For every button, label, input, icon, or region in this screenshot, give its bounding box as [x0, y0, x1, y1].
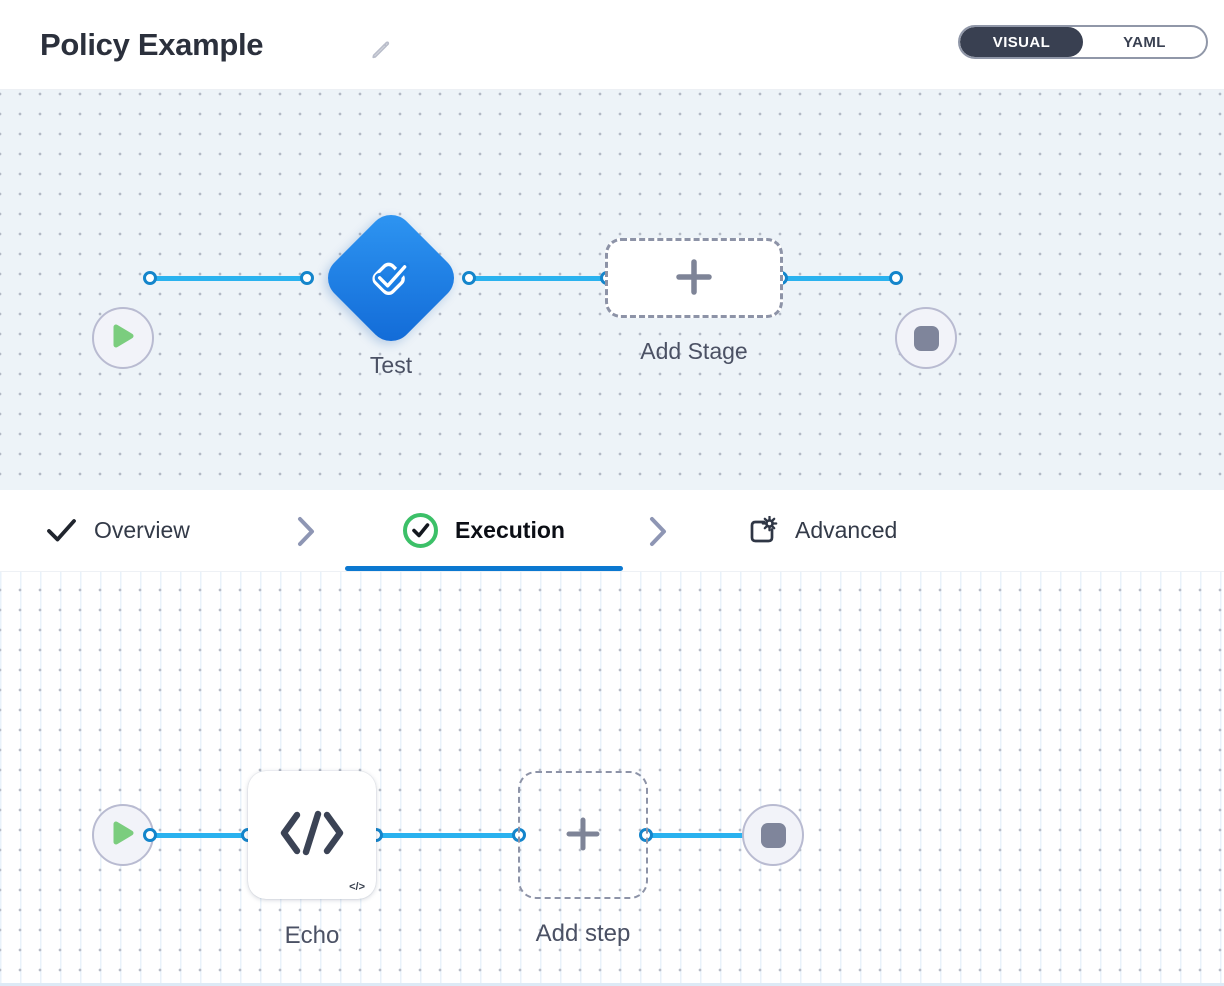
- gear-glyph: [761, 516, 778, 532]
- connector-line: [152, 275, 307, 281]
- play-icon: [110, 819, 136, 852]
- add-step-label: Add step: [535, 920, 631, 947]
- canvas-edge: [0, 983, 1224, 986]
- stage-start-node[interactable]: [92, 307, 154, 369]
- header: Policy Example VISUAL YAML: [0, 0, 1224, 90]
- edit-title-button[interactable]: [368, 38, 394, 64]
- chevron-right-icon: [296, 516, 316, 552]
- tab-execution[interactable]: Execution: [345, 490, 623, 571]
- add-step-button[interactable]: [518, 771, 648, 899]
- stage-node-test[interactable]: [318, 205, 464, 351]
- toggle-yaml[interactable]: YAML: [1083, 27, 1206, 57]
- add-stage-button[interactable]: [605, 238, 783, 318]
- stop-icon: [913, 325, 939, 351]
- view-mode-toggle: VISUAL YAML: [958, 25, 1208, 59]
- stage-end-node[interactable]: [895, 307, 957, 369]
- toggle-visual[interactable]: VISUAL: [960, 27, 1083, 57]
- toggle-yaml-label: YAML: [1123, 33, 1166, 51]
- connector-line: [471, 275, 607, 281]
- step-type-badge: </>: [349, 881, 365, 893]
- connector-dot[interactable]: [462, 271, 476, 285]
- connector-dot[interactable]: [300, 271, 314, 285]
- connector-dot[interactable]: [889, 271, 903, 285]
- chevron-right-icon: [648, 516, 668, 552]
- check-circle-icon: [403, 513, 439, 548]
- step-canvas[interactable]: </> Echo Add step: [0, 572, 1224, 986]
- connector-line: [783, 275, 896, 281]
- approval-check-icon: [364, 249, 418, 308]
- add-stage-label: Add Stage: [640, 338, 748, 364]
- connector-dot[interactable]: [143, 828, 157, 842]
- step-end-node[interactable]: [742, 804, 804, 866]
- connector-line: [378, 832, 520, 838]
- check-icon: [46, 518, 77, 543]
- play-icon: [110, 322, 136, 355]
- code-icon: [280, 810, 344, 861]
- connector-line: [648, 832, 758, 838]
- stage-node-label: Test: [369, 352, 413, 378]
- connector-dot[interactable]: [143, 271, 157, 285]
- tab-execution-label: Execution: [455, 517, 565, 543]
- step-node-label: Echo: [284, 922, 340, 949]
- toggle-visual-label: VISUAL: [992, 33, 1051, 51]
- connector-line: [152, 832, 248, 838]
- stop-icon: [760, 822, 786, 848]
- pencil-icon: [370, 41, 393, 64]
- plus-icon: [565, 816, 601, 855]
- tab-advanced-label: Advanced: [795, 517, 898, 543]
- stage-tab-bar: Overview Execution: [0, 490, 1224, 572]
- stage-canvas[interactable]: Test Add Stage: [0, 90, 1224, 490]
- step-node-echo[interactable]: </>: [248, 771, 376, 899]
- tab-advanced[interactable]: Advanced: [747, 490, 897, 571]
- tab-overview-label: Overview: [94, 517, 190, 543]
- page-title: Policy Example: [40, 27, 264, 62]
- tab-overview[interactable]: Overview: [46, 490, 190, 571]
- frame-gear-icon: [747, 516, 778, 545]
- plus-icon: [674, 257, 714, 300]
- active-tab-underline: [345, 566, 623, 571]
